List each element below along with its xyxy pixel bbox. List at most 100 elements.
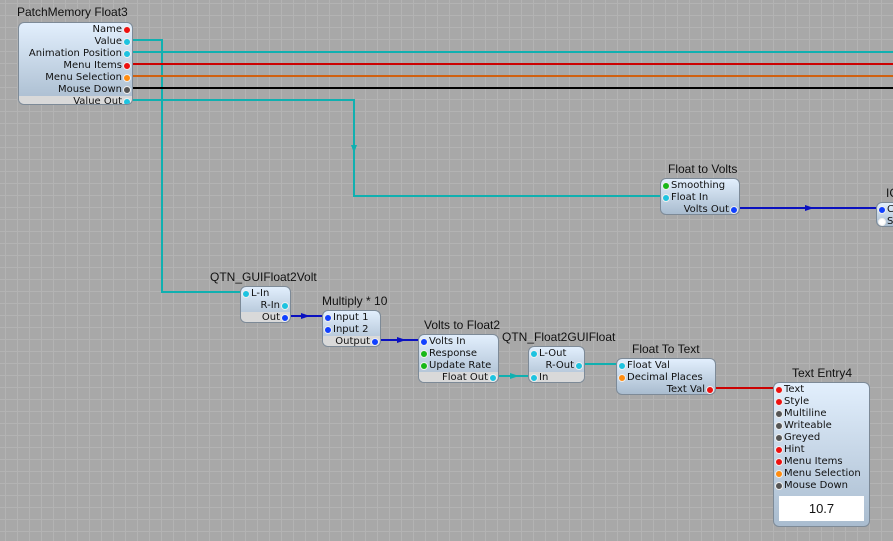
port-row: Mouse Down: [774, 480, 869, 492]
port-pin-icon[interactable]: [775, 446, 783, 454]
node-title: QTN_GUIFloat2Volt: [210, 270, 317, 284]
port-label: Value Out: [73, 96, 122, 105]
port-label: Decimal Places: [627, 372, 703, 383]
port-row: Menu Selection: [774, 468, 869, 480]
port-label: Name: [92, 24, 122, 35]
port-label: Smoothing: [671, 180, 726, 191]
port-pin-icon[interactable]: [371, 338, 379, 346]
port-row: Mouse Down: [19, 84, 132, 96]
port-pin-icon[interactable]: [324, 314, 332, 322]
port-pin-icon[interactable]: [281, 314, 289, 322]
port-pin-icon[interactable]: [618, 374, 626, 382]
port-label: L-In: [251, 288, 270, 299]
port-label: Volts In: [429, 336, 466, 347]
port-pin-icon[interactable]: [730, 206, 738, 214]
port-row: In: [529, 372, 584, 383]
port-pin-icon[interactable]: [878, 218, 886, 226]
port-pin-icon[interactable]: [575, 362, 583, 370]
port-label: In: [539, 372, 549, 383]
port-pin-icon[interactable]: [242, 290, 250, 298]
port-pin-icon[interactable]: [420, 338, 428, 346]
port-label: Style: [784, 396, 810, 407]
port-pin-icon[interactable]: [878, 206, 886, 214]
port-row: Text Val: [617, 384, 715, 394]
port-label: Output: [335, 336, 370, 347]
port-row: Animation Position: [19, 48, 132, 60]
port-label: Response: [429, 348, 478, 359]
port-label: Input 2: [333, 324, 369, 335]
wire[interactable]: [127, 99, 665, 197]
port-pin-icon[interactable]: [123, 26, 131, 34]
port-pin-icon[interactable]: [123, 62, 131, 70]
port-label: Out: [261, 312, 280, 323]
port-pin-icon[interactable]: [123, 98, 131, 104]
port-label: Update Rate: [429, 360, 492, 371]
wire-arrow-icon: [301, 313, 310, 319]
wire-arrow-icon: [805, 205, 814, 211]
port-pin-icon[interactable]: [775, 410, 783, 418]
port-pin-icon[interactable]: [775, 482, 783, 490]
wire-arrow-icon: [397, 337, 406, 343]
port-pin-icon[interactable]: [123, 86, 131, 94]
port-label: Multiline: [784, 408, 827, 419]
port-row: Update Rate: [419, 360, 498, 372]
port-label: Text: [784, 384, 805, 395]
port-pin-icon[interactable]: [775, 470, 783, 478]
node-title: Float to Volts: [668, 162, 738, 176]
port-label: Mouse Down: [784, 480, 848, 491]
port-pin-icon[interactable]: [530, 350, 538, 358]
port-row: L-Out: [529, 348, 584, 360]
port-label: Volts Out: [683, 204, 729, 215]
port-row: Style: [774, 396, 869, 408]
port-pin-icon[interactable]: [775, 458, 783, 466]
port-label: Menu Items: [784, 456, 843, 467]
port-pin-icon[interactable]: [324, 326, 332, 334]
port-pin-icon[interactable]: [706, 386, 714, 394]
port-label: Menu Selection: [784, 468, 861, 479]
port-row: R-In: [241, 300, 290, 312]
port-row: Out: [241, 312, 290, 323]
wire[interactable]: [127, 39, 244, 293]
port-label: S: [887, 216, 893, 227]
port-pin-icon[interactable]: [775, 434, 783, 442]
port-row: Output: [323, 336, 380, 347]
port-pin-icon[interactable]: [775, 386, 783, 394]
port-row: Menu Items: [774, 456, 869, 468]
port-pin-icon[interactable]: [123, 74, 131, 82]
port-pin-icon[interactable]: [530, 374, 538, 382]
port-pin-icon[interactable]: [618, 362, 626, 370]
port-pin-icon[interactable]: [489, 374, 497, 382]
port-pin-icon[interactable]: [420, 362, 428, 370]
port-pin-icon[interactable]: [123, 50, 131, 58]
port-pin-icon[interactable]: [662, 194, 670, 202]
port-pin-icon[interactable]: [662, 182, 670, 190]
node-title: QTN_Float2GUIFloat: [502, 330, 616, 344]
port-pin-icon[interactable]: [775, 398, 783, 406]
port-pin-icon[interactable]: [775, 422, 783, 430]
port-label: Animation Position: [28, 48, 122, 59]
port-label: Writeable: [784, 420, 832, 431]
port-pin-icon[interactable]: [420, 350, 428, 358]
text-entry-field[interactable]: 10.7: [779, 496, 864, 521]
port-row: Volts Out: [661, 204, 739, 215]
port-pin-icon[interactable]: [281, 302, 289, 310]
port-row: Text: [774, 384, 869, 396]
port-row: L-In: [241, 288, 290, 300]
port-row: Greyed: [774, 432, 869, 444]
port-label: R-Out: [545, 360, 574, 371]
node-ic[interactable]: CS: [876, 202, 893, 227]
port-label: Float Val: [627, 360, 670, 371]
port-row: Float Val: [617, 360, 715, 372]
port-row: Response: [419, 348, 498, 360]
port-pin-icon[interactable]: [123, 38, 131, 46]
port-label: Float In: [671, 192, 709, 203]
